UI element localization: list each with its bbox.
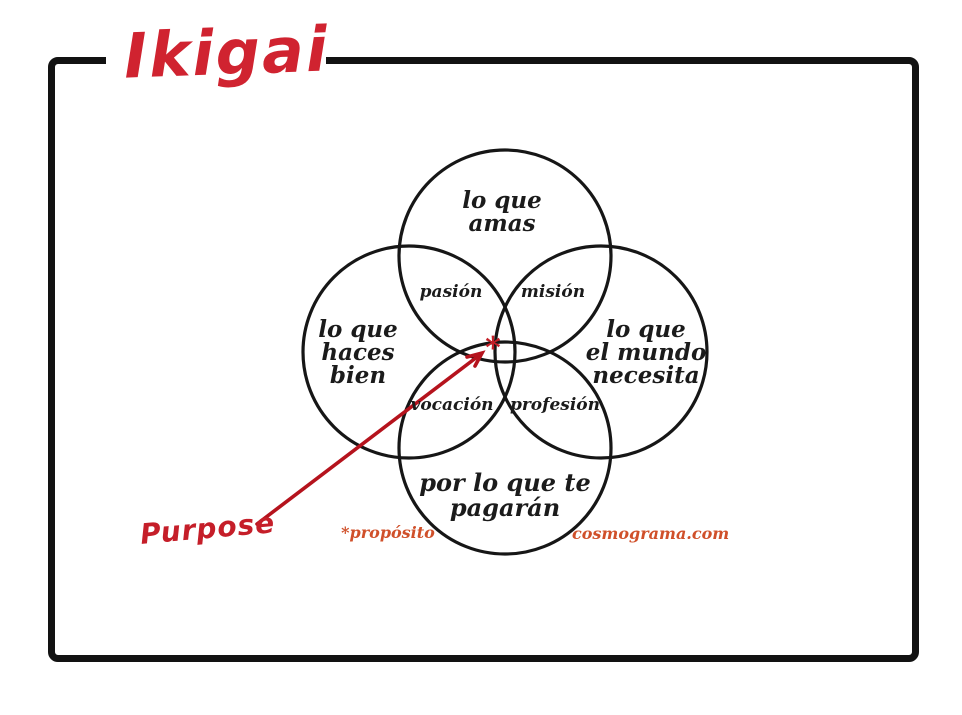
purpose-arrowhead [465,350,486,368]
slide-frame-border [48,57,919,662]
label-what-the-world-needs: lo que el mundo necesita [566,318,726,387]
label-line: haces [321,339,395,366]
venn-circle-love [397,148,613,364]
label-line: bien [329,362,387,389]
label-what-you-love: lo que amas [422,189,582,235]
center-asterisk: * [485,331,501,366]
label-line: el mundo [585,339,707,366]
frame-title-gap [106,50,326,71]
venn-circle-good-at [301,244,517,460]
label-line: pagarán [449,493,561,522]
venn-circle-world-needs [493,244,709,460]
label-line: lo que [462,187,542,214]
label-line: amas [468,210,536,237]
label-pasion: pasión [419,282,483,302]
label-vocacion: vocación [410,395,494,415]
label-mision: misión [520,282,586,302]
purpose-arrow-shaft [255,352,483,526]
label-line: por lo que te [419,468,591,497]
label-profesion: profesión [509,395,601,415]
footnote-proposito: *propósito [341,523,435,542]
label-line: lo que [318,316,398,343]
label-what-you-are-paid-for: por lo que te pagarán [405,470,605,520]
label-line: necesita [592,362,700,389]
label-what-you-do-well: lo que haces bien [278,318,438,387]
purpose-arrow [255,350,486,526]
label-line: lo que [606,316,686,343]
credit-cosmograma: cosmograma.com [572,524,730,543]
venn-circle-paid-for [397,340,613,556]
